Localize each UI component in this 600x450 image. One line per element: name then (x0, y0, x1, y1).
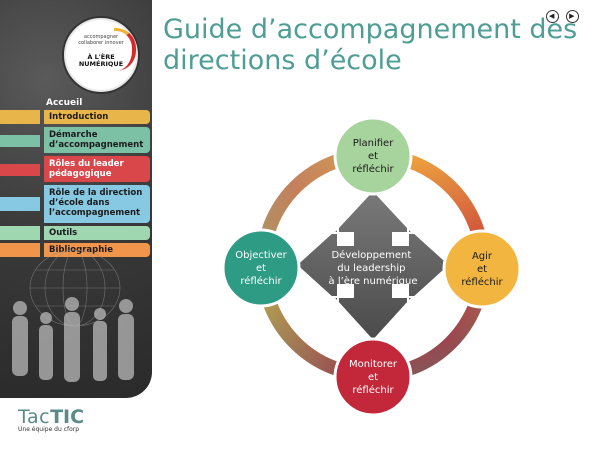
sidebar-item-roles-leader[interactable]: Rôles du leader pédagogique (0, 156, 152, 182)
page-title: Guide d’accompagnement des directions d’… (163, 14, 578, 76)
center-label: Développement du leadership à l’ère numé… (329, 249, 418, 287)
logo-arc-icon (114, 28, 136, 71)
next-page-button[interactable]: ▶ (566, 10, 580, 23)
program-logo: accompagner collaborer innover À L'ÈRE N… (64, 18, 138, 92)
logo-subtitle: accompagner collaborer innover (78, 34, 124, 46)
sidebar-item-accueil[interactable]: Accueil (46, 98, 83, 108)
sidebar-item-introduction[interactable]: Introduction (0, 110, 152, 124)
sidebar-item-bibliographie[interactable]: Bibliographie (0, 243, 152, 257)
sidebar-item-role-direction[interactable]: Rôle de la direction d’école dans l’acco… (0, 185, 152, 223)
people-silhouettes-illustration (12, 249, 134, 382)
leadership-cycle-diagram: Développement du leadership à l’ère numé… (221, 116, 522, 417)
sidebar: accompagner collaborer innover À L'ÈRE N… (0, 0, 152, 398)
tactic-logo: TacTIC Une équipe du cforp (18, 406, 85, 433)
previous-page-button[interactable]: ◀ (546, 10, 559, 23)
footer-tagline: Une équipe du cforp (18, 426, 80, 433)
logo-title: À L'ÈRE NUMÉRIQUE (78, 53, 124, 68)
sidebar-item-outils[interactable]: Outils (0, 226, 152, 240)
page-navigation: ◀ ▶ (544, 8, 580, 27)
sidebar-item-demarche[interactable]: Démarche d’accompagnement (0, 127, 152, 153)
